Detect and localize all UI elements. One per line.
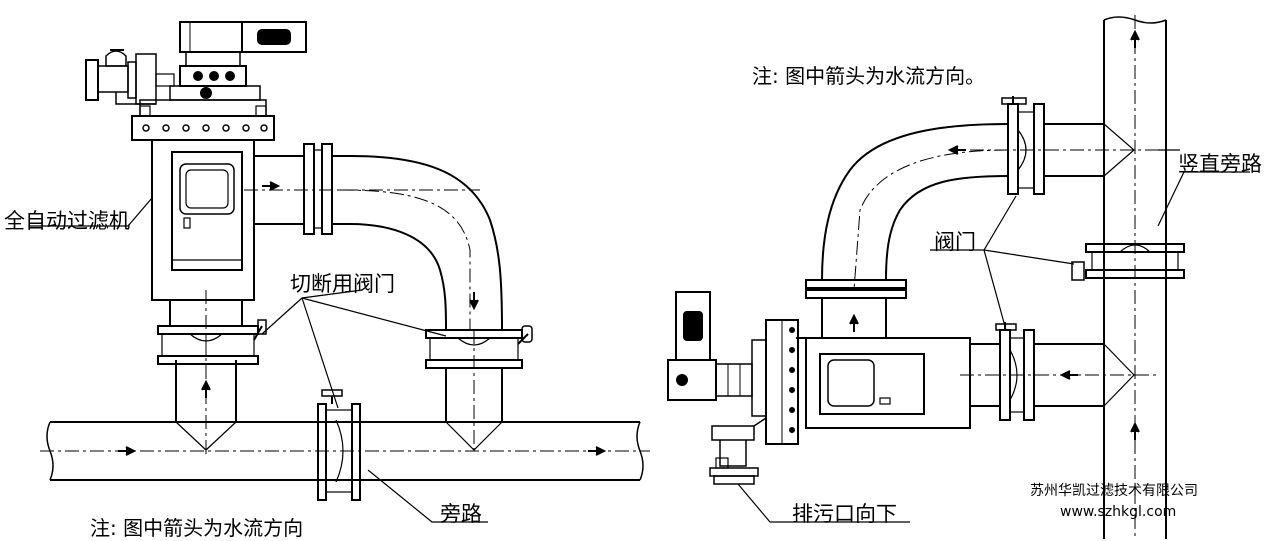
drain-outlet <box>709 417 767 485</box>
drain-valve <box>85 49 175 105</box>
leader-lines <box>30 197 488 523</box>
right-diagram <box>667 15 1250 539</box>
vertical-bypass-valve <box>1071 243 1185 281</box>
inlet-valve <box>157 319 267 365</box>
vertical-pipe <box>1103 15 1167 539</box>
outlet-valve <box>425 325 533 455</box>
flow-arrow-icon <box>947 145 966 155</box>
note-right: 注: 图中箭头为水流方向。 <box>752 64 986 88</box>
lower-branch <box>960 322 1160 421</box>
right-elbow <box>821 123 1009 291</box>
flow-arrow-icon <box>588 446 607 456</box>
valve-label-left: 切断用阀门 <box>290 272 395 296</box>
filter-label: 全自动过滤机 <box>4 209 130 233</box>
flow-arrow-icon <box>262 181 281 191</box>
flow-arrow-icon <box>469 292 479 311</box>
bypass-valve <box>317 389 361 501</box>
note-left: 注: 图中箭头为水流方向 <box>90 516 304 540</box>
flow-arrow-icon <box>1130 421 1140 440</box>
bypass-label: 旁路 <box>440 502 482 526</box>
filter-outlet-valve <box>805 279 907 338</box>
watermark-company: 苏州华凯过滤技术有限公司 <box>1030 483 1198 499</box>
inlet-riser <box>175 290 237 455</box>
valve-label-right: 阀门 <box>934 230 976 254</box>
flow-arrow-icon <box>1059 370 1078 380</box>
flow-arrow-icon <box>849 313 859 332</box>
flow-arrow-icon <box>118 446 137 456</box>
filter-body <box>131 99 275 301</box>
drive-motor-right <box>667 291 753 401</box>
filter-body-horizontal <box>796 337 971 429</box>
vertical-bypass-label: 竖直旁路 <box>1178 152 1262 176</box>
control-panel <box>171 151 243 271</box>
main-pipe <box>40 421 650 481</box>
flow-arrow-icon <box>201 379 211 398</box>
left-diagram <box>30 21 650 523</box>
leader-lines-right <box>737 149 1250 523</box>
watermark-url: www.szhkgl.com <box>1060 504 1177 520</box>
upper-branch <box>947 96 1160 195</box>
drive-motor <box>169 21 307 101</box>
outlet-pipe <box>244 143 503 331</box>
flow-arrow-icon <box>1130 29 1140 48</box>
drain-label: 排污口向下 <box>792 502 897 526</box>
end-flange <box>751 319 799 445</box>
